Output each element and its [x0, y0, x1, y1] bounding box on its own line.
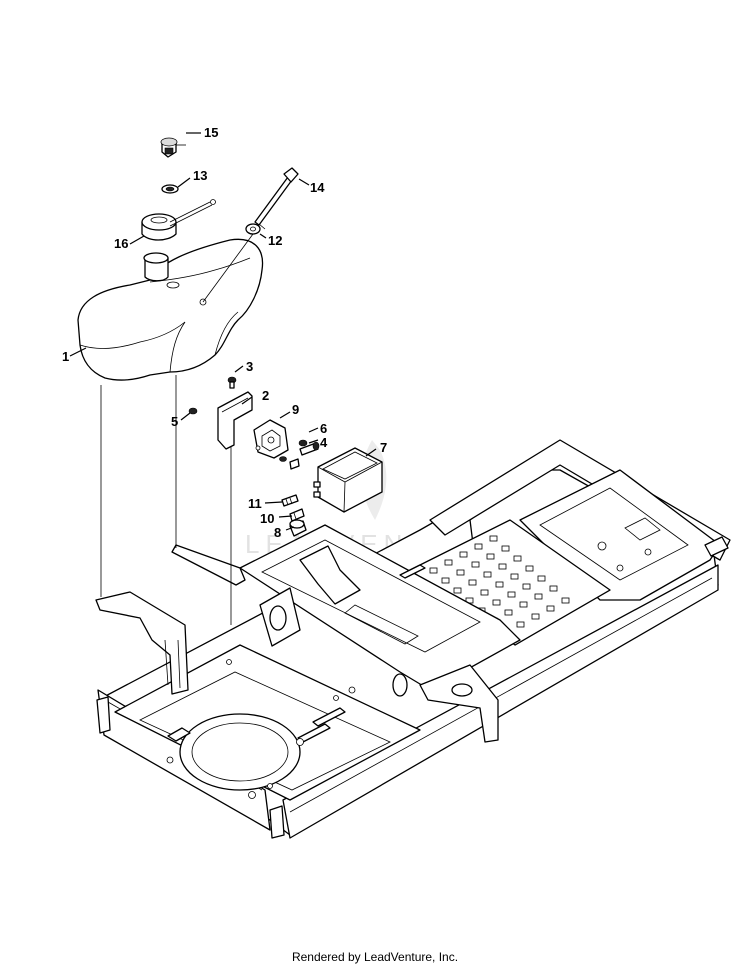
nut-5 [188, 407, 198, 415]
grommet [245, 223, 261, 235]
callout-11: 11 [248, 496, 262, 511]
callout-12: 12 [268, 233, 282, 248]
callout-3: 3 [246, 359, 253, 374]
fuel-cap [141, 213, 177, 241]
callout-1: 1 [62, 349, 69, 364]
fuel-tank [77, 238, 264, 381]
canister-bracket [217, 391, 253, 450]
frame-assembly [95, 439, 731, 839]
callout-13: 13 [193, 168, 207, 183]
callout-9: 9 [292, 402, 299, 417]
bolt-4 [299, 441, 320, 456]
hose-11 [281, 494, 299, 507]
carbon-canister [313, 447, 383, 513]
callout-10: 10 [260, 511, 274, 526]
fuel-gauge [160, 137, 186, 158]
purge-valve [253, 419, 289, 459]
callout-14: 14 [310, 180, 325, 195]
perforation-grid [429, 535, 570, 628]
callout-labels: 1 2 3 4 5 6 7 8 9 10 11 12 13 14 15 16 [62, 125, 387, 540]
callout-4: 4 [320, 435, 328, 450]
callout-7: 7 [380, 440, 387, 455]
alignment-lines [100, 375, 232, 625]
callout-2: 2 [262, 388, 269, 403]
callout-8: 8 [274, 525, 281, 540]
callout-16: 16 [114, 236, 128, 251]
callout-15: 15 [204, 125, 218, 140]
footer-credit: Rendered by LeadVenture, Inc. [291, 950, 459, 964]
gauge-ring [161, 184, 179, 194]
screw-3 [227, 376, 237, 389]
nut-6 [298, 439, 308, 447]
hose-10 [289, 508, 305, 522]
leader-lines [69, 132, 377, 531]
callout-5: 5 [171, 414, 178, 429]
cap-8 [289, 519, 307, 537]
vent-hose [254, 167, 299, 230]
callout-6: 6 [320, 421, 327, 436]
